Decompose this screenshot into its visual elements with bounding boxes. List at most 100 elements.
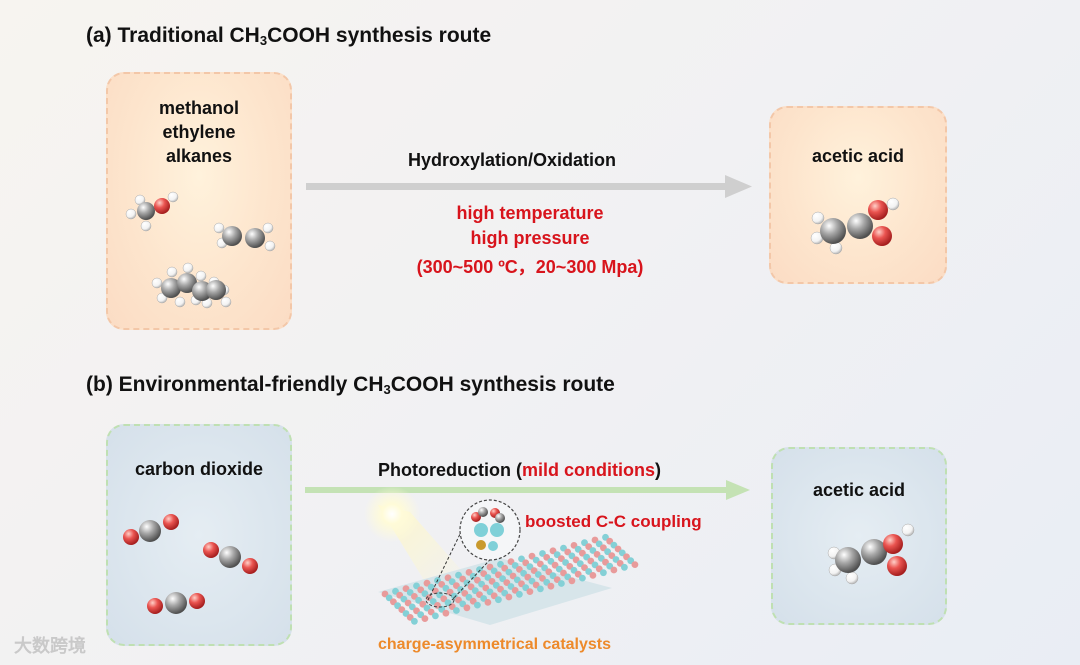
feedstock-methanol: methanol — [158, 98, 239, 118]
product-label-a: acetic acid — [811, 146, 905, 166]
hydrogen-atom — [166, 266, 178, 278]
hydrogen-atom — [474, 523, 488, 537]
lattice-atom — [453, 607, 460, 614]
oxygen-atom — [868, 200, 888, 220]
hydrogen-atom — [811, 211, 825, 225]
carbon-atom — [820, 218, 846, 244]
lattice-atom — [474, 601, 481, 609]
catalyst-label: charge-asymmetrical catalysts — [378, 636, 612, 653]
hydrogen-atom — [264, 240, 276, 252]
mild-conditions-text: mild conditions — [521, 460, 655, 480]
lattice-atom — [495, 596, 502, 604]
arrow-traditional — [306, 175, 752, 198]
arrow-label-hydroxylation: Hydroxylation/Oxidation — [408, 150, 617, 170]
heading-b-subscript: 3 — [383, 382, 391, 397]
hydrogen-atom — [213, 222, 225, 234]
oxygen-atom — [189, 593, 205, 609]
oxygen-atom — [154, 198, 170, 214]
condition-range: (300~500 ºC，20~300 Mpa) — [416, 257, 644, 277]
carbon-atom — [219, 546, 241, 568]
hydrogen-atom — [262, 222, 274, 234]
lattice-atom — [600, 569, 607, 577]
photoreduction-close: ) — [654, 460, 661, 480]
acetic-acid-molecule-b — [827, 523, 915, 585]
feedstock-alkanes: alkanes — [165, 146, 233, 166]
sunlight-icon — [364, 486, 470, 590]
hydrogen-atom — [886, 197, 900, 211]
hydrogen-atom — [125, 208, 137, 220]
carbon-atom — [161, 278, 181, 298]
hydrogen-atom — [140, 220, 152, 232]
lattice-atom — [589, 572, 597, 579]
heading-b-prefix: (b) Environmental-friendly CH — [86, 373, 384, 396]
product-box-a — [769, 106, 947, 284]
methanol-molecule — [125, 191, 179, 232]
co2-molecule-2 — [203, 542, 258, 574]
oxygen-atom — [242, 558, 258, 574]
product-label-b: acetic acid — [812, 480, 906, 500]
lattice-atom — [432, 612, 439, 620]
carbon-atom — [177, 273, 197, 293]
heading-traditional-route: (a) Traditional CH3COOH synthesis route — [86, 24, 491, 48]
hydrogen-atom — [476, 540, 486, 550]
lattice-atom — [421, 615, 429, 622]
arrow-label-photoreduction: Photoreduction (mild conditions) — [378, 460, 661, 481]
hydrogen-atom — [195, 270, 207, 282]
alkane-molecule — [151, 262, 232, 309]
hydrogen-atom — [220, 296, 232, 308]
lattice-atom — [411, 617, 418, 625]
carbon-atom — [847, 213, 873, 239]
lattice-atom — [516, 590, 523, 598]
lattice-atom — [537, 585, 544, 593]
heading-b-suffix: COOH synthesis route — [390, 373, 615, 396]
product-box-b — [771, 447, 947, 625]
oxygen-atom — [163, 514, 179, 530]
adsorbed-intermediate — [471, 507, 505, 551]
lattice-atom — [568, 577, 576, 585]
condition-pressure: high pressure — [470, 228, 590, 248]
arrow-photoreduction — [305, 480, 750, 500]
oxygen-atom — [883, 534, 903, 554]
lattice-atom — [547, 582, 555, 590]
carbon-atom — [245, 228, 265, 248]
heading-a-prefix: (a) Traditional CH — [86, 24, 260, 47]
carbon-atom — [861, 539, 887, 565]
acetic-acid-molecule-a — [810, 197, 900, 255]
oxygen-atom — [471, 512, 481, 522]
carbon-atom — [139, 520, 161, 542]
lattice-atom — [579, 574, 586, 582]
heading-a-suffix: COOH synthesis route — [267, 24, 492, 47]
lattice-atom — [463, 604, 471, 612]
hydrogen-atom — [174, 296, 186, 308]
oxygen-atom — [887, 556, 907, 576]
carbon-atom — [478, 507, 488, 517]
hydrogen-atom — [845, 571, 859, 585]
ethylene-molecule — [213, 222, 276, 252]
lattice-atom — [484, 599, 492, 606]
hydrogen-atom — [151, 277, 163, 289]
oxygen-atom — [203, 542, 219, 558]
lattice-atom — [621, 563, 628, 571]
lattice-atom — [610, 566, 618, 574]
feedstock-ethylene: ethylene — [162, 122, 236, 142]
heading-green-route: (b) Environmental-friendly CH3COOH synth… — [86, 373, 615, 397]
hydrogen-atom — [488, 541, 498, 551]
lattice-atom — [526, 588, 534, 595]
hydrogen-atom — [182, 262, 194, 274]
hydrogen-atom — [901, 523, 915, 537]
heading-a-subscript: 3 — [259, 33, 268, 48]
condition-temperature: high temperature — [456, 203, 604, 223]
carbon-atom — [495, 513, 505, 523]
carbon-atom — [206, 280, 226, 300]
feedstock-list-a: methanol ethylene alkanes — [106, 96, 292, 168]
hydrogen-atom — [167, 191, 179, 203]
oxygen-atom — [872, 226, 892, 246]
lattice-atom — [442, 609, 450, 617]
watermark-logo: 大数跨境 — [14, 636, 86, 656]
oxygen-atom — [147, 598, 163, 614]
photoreduction-text: Photoreduction ( — [378, 460, 522, 480]
lattice-atom — [558, 580, 565, 587]
hydrogen-atom — [490, 523, 504, 537]
carbon-atom — [835, 547, 861, 573]
